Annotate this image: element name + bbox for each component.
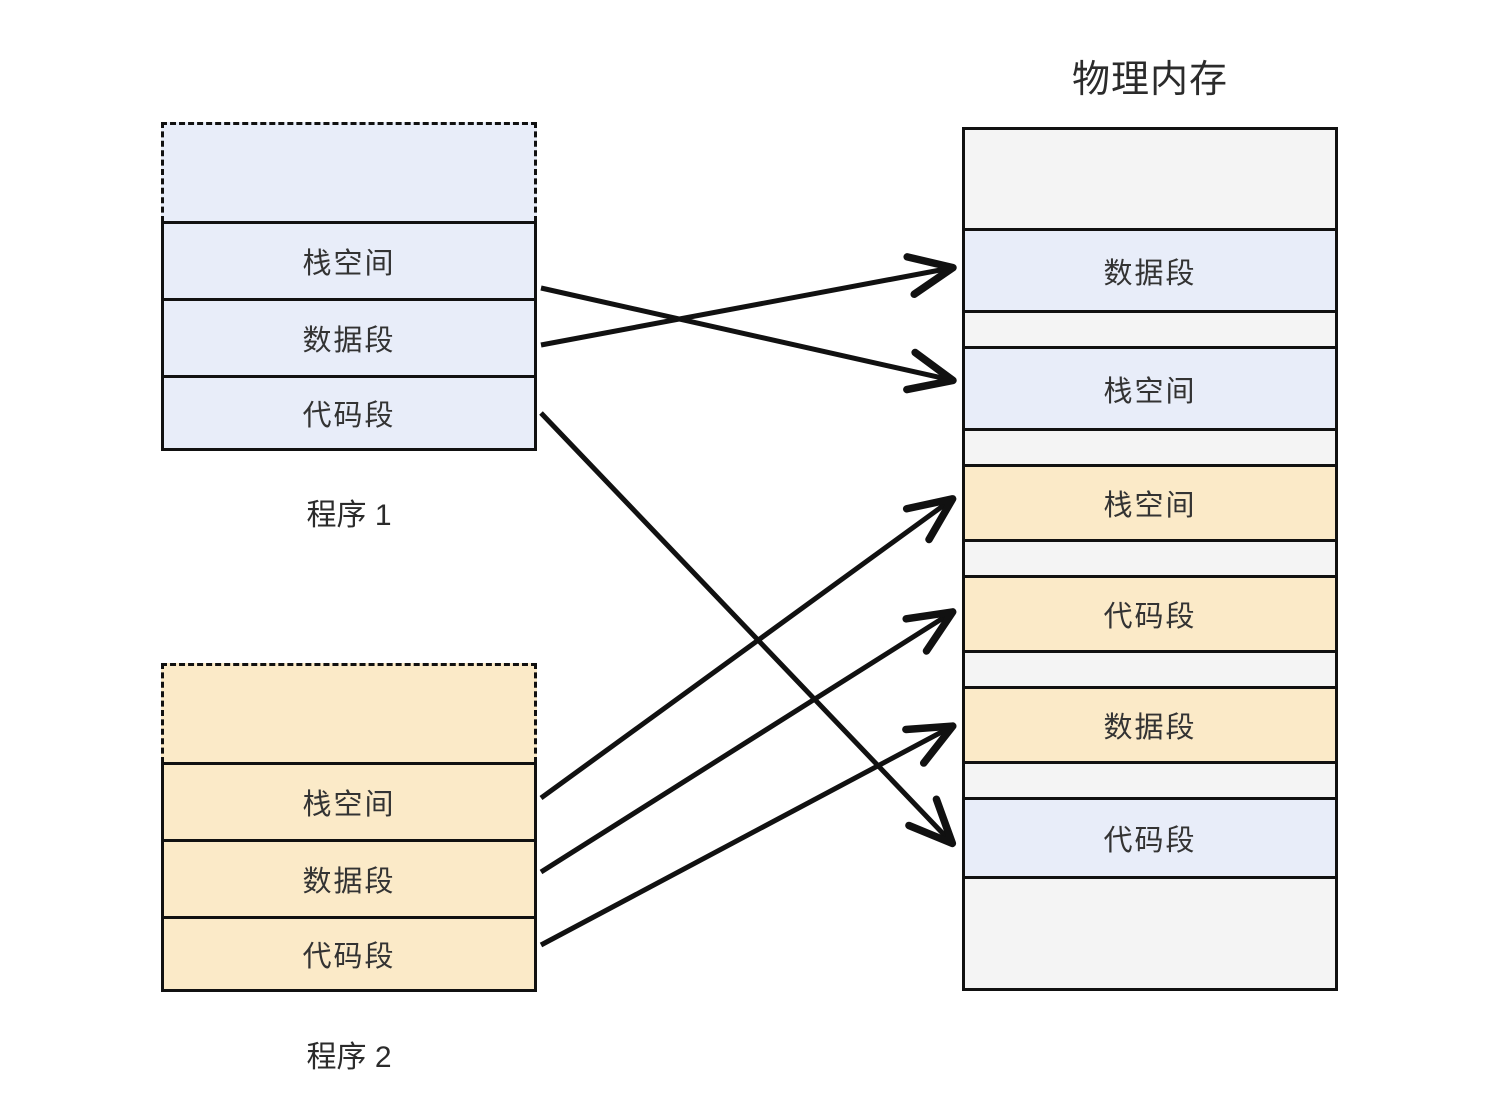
memory-row-code-p2[interactable]: 代码段: [965, 578, 1335, 653]
program2-reserved-area: [161, 663, 537, 763]
memory-row-data-p2[interactable]: 数据段: [965, 689, 1335, 764]
memory-row-stack-p2[interactable]: 栈空间: [965, 467, 1335, 542]
memory-row-free-5[interactable]: [965, 764, 1335, 800]
arrow-p1-stack-to-mem: [540, 285, 957, 394]
memory-row-free-3[interactable]: [965, 542, 1335, 578]
program1-box: 栈空间 数据段 代码段: [161, 221, 537, 451]
memory-row-free-6[interactable]: [965, 879, 1335, 985]
memory-row-label: 代码段: [1103, 825, 1197, 857]
program1-reserved-area: [161, 122, 537, 222]
segment-label: 代码段: [302, 941, 396, 973]
program2-segment-code[interactable]: 代码段: [164, 919, 534, 989]
program1-segment-data[interactable]: 数据段: [164, 301, 534, 378]
physical-memory-title: 物理内存: [1071, 59, 1228, 101]
segment-label: 数据段: [302, 866, 396, 898]
memory-row-stack-p1[interactable]: 栈空间: [965, 349, 1335, 431]
memory-row-label: 栈空间: [1103, 490, 1197, 522]
memory-row-label: 代码段: [1103, 601, 1197, 633]
memory-row-label: 数据段: [1103, 257, 1197, 290]
program1-segment-code[interactable]: 代码段: [164, 378, 534, 448]
program2-box: 栈空间 数据段 代码段: [161, 762, 537, 992]
arrow-p2-stack-to-mem: [539, 495, 957, 801]
segment-label: 代码段: [302, 400, 396, 432]
memory-row-code-p1[interactable]: 代码段: [965, 800, 1335, 879]
program1-segment-stack[interactable]: 栈空间: [164, 224, 534, 301]
program2-segment-stack[interactable]: 栈空间: [164, 765, 534, 842]
memory-row-label: 栈空间: [1103, 375, 1197, 408]
arrow-p2-code-to-mem: [539, 722, 957, 948]
memory-row-data-p1[interactable]: 数据段: [965, 231, 1335, 313]
program2-segment-data[interactable]: 数据段: [164, 842, 534, 919]
program1-caption: 程序 1: [306, 499, 392, 532]
arrow-p2-data-to-mem: [539, 608, 957, 875]
memory-row-label: 数据段: [1103, 712, 1197, 744]
memory-row-free-0[interactable]: [965, 130, 1335, 231]
program2-caption: 程序 2: [306, 1041, 392, 1074]
segment-label: 栈空间: [302, 248, 396, 280]
segment-label: 数据段: [302, 325, 396, 357]
arrow-p1-code-to-mem: [539, 411, 957, 848]
physical-memory-box: 数据段 栈空间 栈空间 代码段 数据段 代码段: [962, 127, 1338, 991]
memory-row-free-1[interactable]: [965, 313, 1335, 349]
arrow-p1-data-to-mem: [540, 253, 957, 348]
memory-row-free-4[interactable]: [965, 653, 1335, 689]
segment-label: 栈空间: [302, 789, 396, 821]
memory-row-free-2[interactable]: [965, 431, 1335, 467]
